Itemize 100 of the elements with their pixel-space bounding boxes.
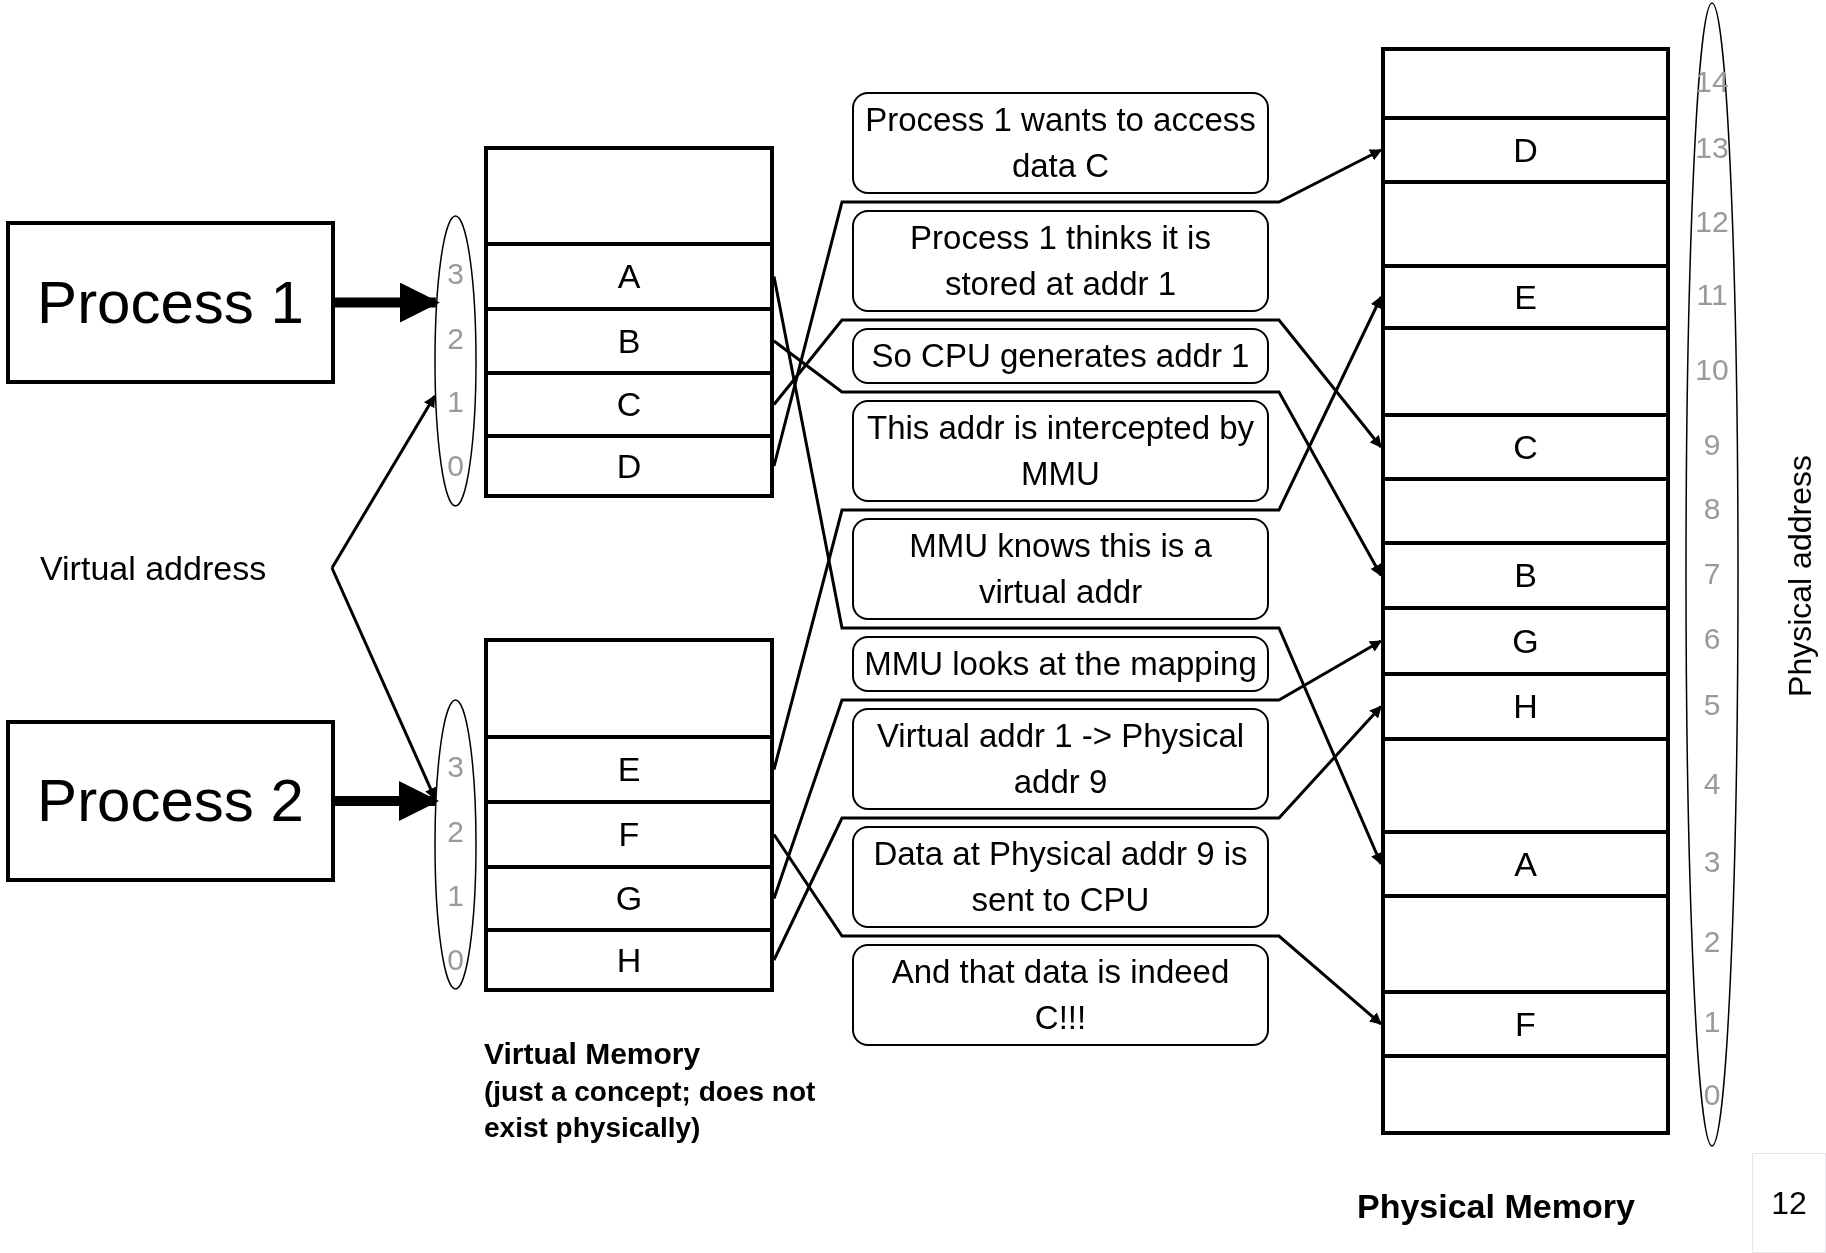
address-label: Virtual address xyxy=(40,547,267,589)
address-number: 4 xyxy=(1702,765,1722,802)
arrow xyxy=(330,394,436,569)
address-number: 8 xyxy=(1702,491,1722,527)
memory-slot xyxy=(486,309,772,373)
memory-slot xyxy=(1383,608,1668,674)
step-callout xyxy=(852,400,1269,502)
address-number: 6 xyxy=(1702,621,1722,657)
address-ellipse xyxy=(434,215,477,507)
process-label: Process 2 xyxy=(37,766,304,836)
memory-table xyxy=(1381,47,1670,1135)
address-number: 2 xyxy=(446,814,465,850)
step-callout xyxy=(852,210,1269,312)
memory-slot xyxy=(1383,739,1668,832)
memory-slot xyxy=(1383,674,1668,739)
slot-label: A xyxy=(1514,843,1537,885)
thick-arrow xyxy=(335,781,439,821)
memory-slot xyxy=(1383,49,1668,118)
step-callout xyxy=(852,328,1269,384)
arrow xyxy=(773,339,1383,577)
slot-label: A xyxy=(617,256,641,297)
address-number: 0 xyxy=(446,448,465,484)
memory-slot xyxy=(486,737,772,802)
section-note: (just a concept; does not exist physically) xyxy=(484,1075,817,1145)
slot-label: E xyxy=(1514,276,1537,318)
callout-text: And that data is indeed C!!! xyxy=(891,953,1230,1036)
slot-label: G xyxy=(615,878,643,919)
address-number: 1 xyxy=(446,384,465,420)
callout-text: Virtual addr 1 -> Physical addr 9 xyxy=(876,717,1245,800)
memory-slot xyxy=(1383,832,1668,896)
address-number: 11 xyxy=(1695,277,1729,313)
slot-label: H xyxy=(1513,686,1538,727)
memory-slot xyxy=(1383,266,1668,328)
slot-label: D xyxy=(616,445,642,487)
address-number: 1 xyxy=(1702,1004,1722,1040)
memory-slot xyxy=(486,148,772,244)
process-box xyxy=(6,221,335,384)
memory-slot xyxy=(486,373,772,436)
step-callout xyxy=(852,518,1269,620)
memory-slot xyxy=(1383,1056,1668,1133)
memory-slot xyxy=(486,244,772,309)
callout-text: MMU looks at the mapping xyxy=(864,645,1257,682)
memory-slot xyxy=(486,930,772,990)
address-number: 9 xyxy=(1702,427,1722,463)
memory-slot xyxy=(1383,479,1668,543)
address-number: 10 xyxy=(1694,351,1730,388)
slot-label: G xyxy=(1512,620,1539,662)
address-number: 3 xyxy=(1702,844,1722,880)
memory-slot xyxy=(1383,118,1668,182)
slot-label: F xyxy=(1515,1003,1536,1045)
slot-label: D xyxy=(1513,129,1538,171)
address-number: 7 xyxy=(1702,555,1722,592)
step-callout xyxy=(852,708,1269,810)
address-number: 12 xyxy=(1694,204,1730,240)
memory-slot xyxy=(1383,182,1668,266)
process-box xyxy=(6,720,335,882)
address-number: 2 xyxy=(1702,924,1722,960)
step-callout xyxy=(852,92,1269,194)
slot-label: B xyxy=(617,320,641,362)
process-label: Process 1 xyxy=(37,267,304,338)
memory-slot xyxy=(1383,992,1668,1056)
address-number: 1 xyxy=(446,878,465,914)
slot-label: C xyxy=(616,384,642,425)
axis-title: Physical address xyxy=(1781,454,1819,699)
address-number: 5 xyxy=(1702,686,1722,723)
address-number: 0 xyxy=(446,942,465,978)
address-number: 2 xyxy=(446,321,465,357)
step-callout xyxy=(852,944,1269,1046)
callout-text: Process 1 wants to access data C xyxy=(865,101,1256,184)
address-number: 13 xyxy=(1694,130,1730,166)
memory-table xyxy=(484,638,774,992)
memory-slot xyxy=(486,867,772,930)
slot-label: F xyxy=(618,814,640,855)
memory-slot xyxy=(1383,896,1668,992)
slot-label: C xyxy=(1513,426,1538,468)
slot-label: B xyxy=(1514,555,1537,596)
page-number: 12 xyxy=(1752,1153,1826,1253)
section-title: Physical Memory xyxy=(1357,1186,1636,1227)
address-ellipse xyxy=(434,699,477,990)
section-title: Virtual Memory xyxy=(484,1036,702,1072)
callout-text: MMU knows this is a virtual addr xyxy=(909,527,1212,610)
callout-text: Data at Physical addr 9 is sent to CPU xyxy=(873,835,1248,918)
address-number: 0 xyxy=(1702,1076,1722,1113)
callout-text: So CPU generates addr 1 xyxy=(871,337,1250,374)
memory-slot xyxy=(1383,543,1668,608)
memory-slot xyxy=(1383,328,1668,415)
memory-slot xyxy=(1383,415,1668,479)
address-number: 3 xyxy=(446,749,465,785)
memory-slot xyxy=(486,640,772,737)
callout-text: Process 1 thinks it is stored at addr 1 xyxy=(910,219,1211,302)
thick-arrow xyxy=(335,282,440,323)
memory-slot xyxy=(486,802,772,867)
step-callout xyxy=(852,636,1269,692)
address-ellipse xyxy=(1685,2,1739,1147)
memory-table xyxy=(484,146,774,498)
address-number: 3 xyxy=(446,256,465,292)
step-callout xyxy=(852,826,1269,928)
slot-label: H xyxy=(616,939,642,981)
memory-slot xyxy=(486,436,772,496)
callout-text: This addr is intercepted by MMU xyxy=(867,409,1254,492)
